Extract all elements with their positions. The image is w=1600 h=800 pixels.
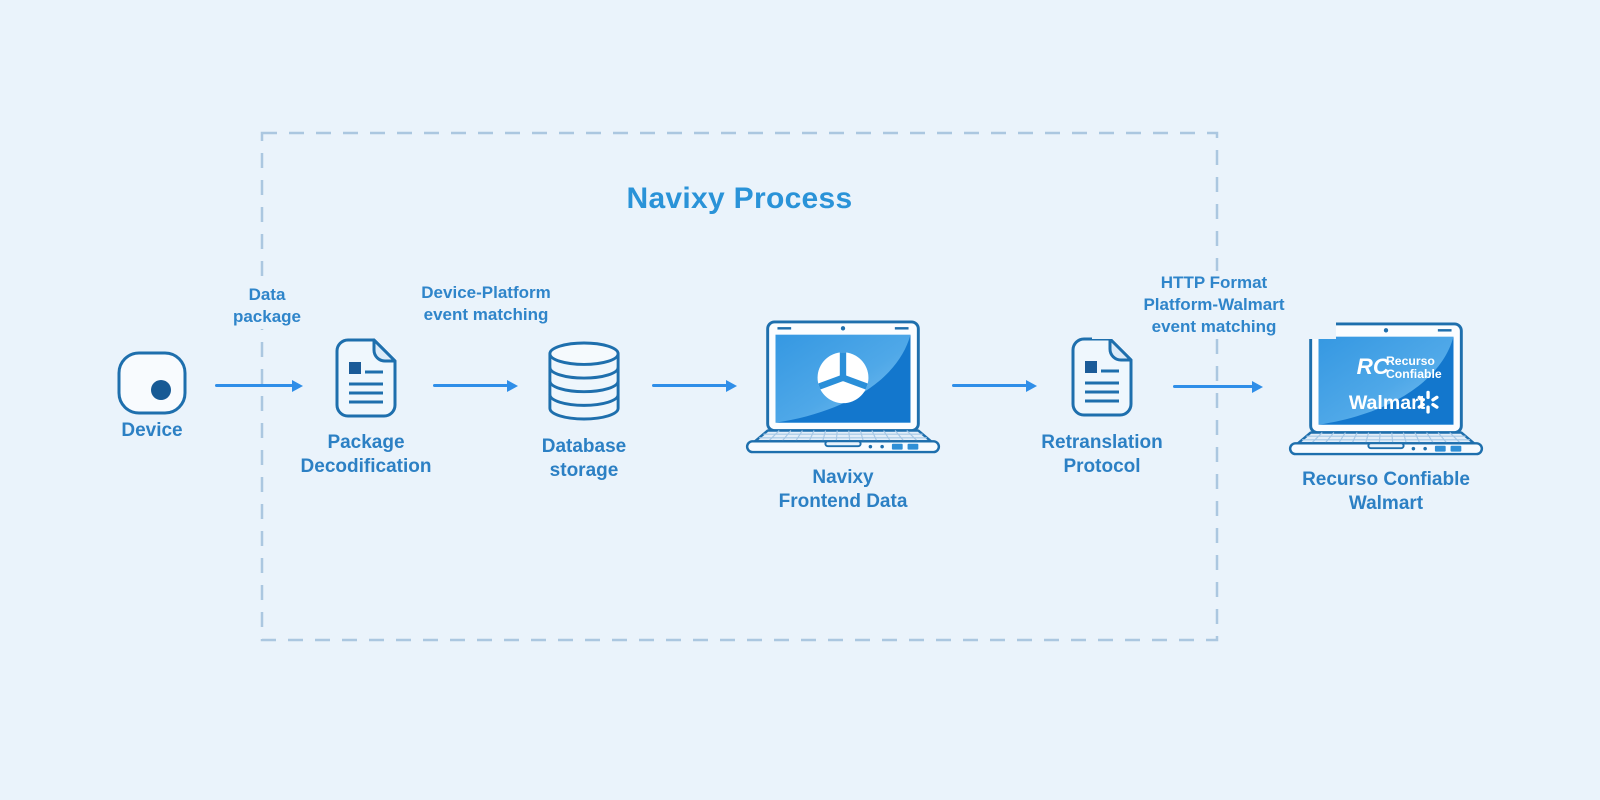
node-package-decodification: Package Decodification	[256, 338, 476, 479]
recurso-name-line1: Recurso	[1386, 354, 1435, 368]
document-icon	[992, 337, 1212, 417]
arrow-frontend-to-retranslation	[952, 384, 1027, 387]
arrow-retranslation-to-walmart	[1173, 385, 1253, 388]
node-database-storage: Database storage	[474, 340, 694, 483]
arrow-device-to-decodification	[215, 384, 293, 387]
laptop-navixy-icon	[743, 320, 943, 455]
node-retranslation-protocol: Retranslation Protocol	[992, 337, 1212, 479]
database-storage-label: Database storage	[541, 436, 627, 481]
recurso-name-line2: Confiable	[1386, 367, 1442, 381]
recurso-monogram: RC	[1357, 354, 1390, 379]
node-device: Device	[42, 351, 262, 443]
walmart-spark-icon	[1417, 390, 1439, 414]
recurso-walmart-label: Recurso Confiable Walmart	[1302, 469, 1470, 514]
flow-label-http-format: HTTP Format Platform-Walmart event match…	[1092, 271, 1336, 339]
database-icon	[474, 340, 694, 422]
laptop-recurso-walmart-icon: RC Recurso Confiable Walmart	[1286, 322, 1486, 457]
retranslation-protocol-label: Retranslation Protocol	[1041, 432, 1163, 477]
walmart-wordmark: Walmart	[1349, 392, 1426, 414]
node-recurso-walmart: RC Recurso Confiable Walmart	[1286, 322, 1486, 516]
flow-label-data-package: Data package	[193, 283, 341, 329]
package-decodification-label: Package Decodification	[300, 432, 432, 477]
node-navixy-frontend: Navixy Frontend Data	[743, 320, 943, 514]
process-title: Navixy Process	[626, 182, 853, 215]
device-label: Device	[121, 420, 183, 441]
arrow-database-to-frontend	[652, 384, 727, 387]
flow-label-device-platform: Device-Platform event matching	[372, 281, 600, 327]
navixy-frontend-label: Navixy Frontend Data	[778, 467, 908, 512]
document-icon	[256, 338, 476, 418]
device-icon	[42, 351, 262, 415]
arrow-decodification-to-database	[433, 384, 508, 387]
